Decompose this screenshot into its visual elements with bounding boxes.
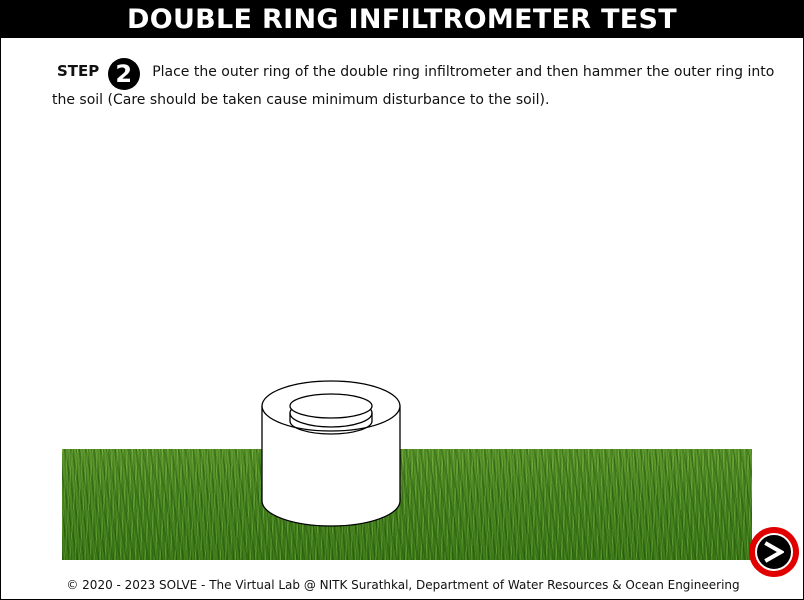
instruction-text: Place the outer ring of the double ring … bbox=[52, 64, 775, 108]
instruction-block: STEP 2 Place the outer ring of the doubl… bbox=[52, 58, 782, 111]
step-label: STEP bbox=[57, 62, 100, 80]
chevron-right-icon bbox=[755, 533, 793, 571]
footer-copyright: © 2020 - 2023 SOLVE - The Virtual Lab @ … bbox=[66, 578, 740, 592]
grass-ground bbox=[62, 449, 752, 560]
next-button[interactable] bbox=[749, 527, 799, 577]
step-number-badge: 2 bbox=[107, 58, 140, 90]
title-bar: DOUBLE RING INFILTROMETER TEST bbox=[1, 1, 803, 38]
double-ring-infiltrometer bbox=[261, 380, 401, 527]
page-title: DOUBLE RING INFILTROMETER TEST bbox=[126, 4, 678, 35]
